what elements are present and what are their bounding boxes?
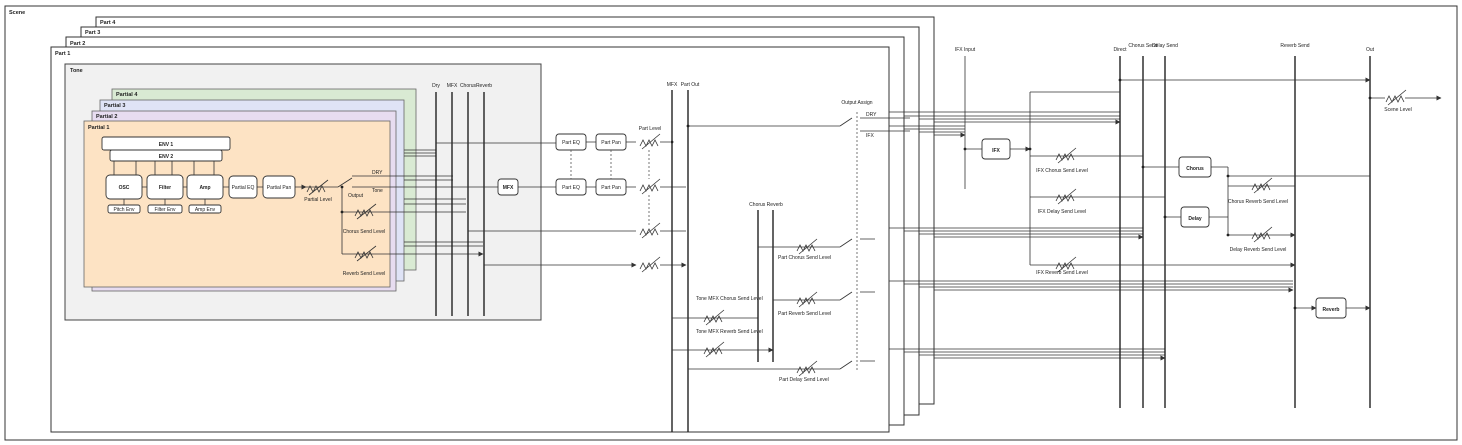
tone-output-chain: MFX Part EQ Part Pan Part EQ Part Pan Pa… <box>436 126 686 273</box>
scene-title: Scene <box>9 10 25 16</box>
env2-label: ENV 2 <box>159 154 174 160</box>
mfx-label: MFX <box>503 185 514 191</box>
part-chorus-send-label: Part Chorus Send Level <box>778 255 831 261</box>
ifx-reverb-send-label: IFX Reverb Send Level <box>1036 270 1088 276</box>
partial4-title: Partial 4 <box>116 92 138 98</box>
partial-eq-label: Partial EQ <box>232 185 255 191</box>
ifx-section: IFX IFX Chorus Send Level IFX Delay Send… <box>965 91 1295 276</box>
scene-bus-out: Out <box>1366 47 1375 53</box>
dry-assign-label: DRY <box>866 112 877 118</box>
part2-title: Part 2 <box>70 41 85 47</box>
scene-bus-reverb-send: Reverb Send <box>1280 43 1309 49</box>
filter-env-label: Filter Env <box>154 207 176 213</box>
ifx-delay-send-label: IFX Delay Send Level <box>1038 209 1086 215</box>
chorus-label: Chorus <box>1186 166 1204 172</box>
tone-bus-reverb: Reverb <box>476 83 492 89</box>
junction-dots <box>340 78 1372 310</box>
part-bus-mfx: MFX <box>667 82 678 88</box>
chorus-send-label: Chorus Send Level <box>343 229 386 235</box>
scene-bus-delay-send: Delay Send <box>1152 43 1178 49</box>
tone-bus-dry: Dry <box>432 83 440 89</box>
scene-bus-direct: Direct <box>1113 47 1127 53</box>
part-bus-out: Part Out <box>681 82 700 88</box>
amp-env-label: Amp Env <box>195 207 216 213</box>
partial-pan-label: Partial Pan <box>267 185 292 191</box>
delay-reverb-send-label: Delay Reverb Send Level <box>1230 247 1287 253</box>
ifx-assign-label: IFX <box>866 133 874 139</box>
tone-mfx-sends: Tone MFX Chorus Send Level Tone MFX Reve… <box>672 296 773 358</box>
part-chorus-reverb: Chorus Reverb Part Chorus Send Level Par… <box>688 100 910 383</box>
tone-buses: Dry MFX Chorus Reverb <box>432 83 492 316</box>
part-buses: MFX Part Out <box>667 82 700 432</box>
part-to-scene-wires <box>889 111 1293 358</box>
ifx-label: IFX <box>992 148 1000 154</box>
partial1-title: Partial 1 <box>88 125 109 131</box>
part-eq-label-2: Part EQ <box>562 185 580 191</box>
ifx-chorus-send-label: IFX Chorus Send Level <box>1036 168 1088 174</box>
part-delay-send-label: Part Delay Send Level <box>779 377 829 383</box>
tone-mfx-reverb-label: Tone MFX Reverb Send Level <box>696 329 763 335</box>
reverb-send-label: Reverb Send Level <box>343 271 386 277</box>
tone-bus-chorus: Chorus <box>460 83 477 89</box>
tone-title: Tone <box>70 68 83 74</box>
reverb-label: Reverb <box>1323 307 1340 313</box>
output-label: Output <box>348 193 364 199</box>
scene-buses: IFX Input Direct Chorus Send Delay Send … <box>955 43 1375 408</box>
mfx-block <box>497 178 519 196</box>
env1-label: ENV 1 <box>159 142 174 148</box>
scene-bus-ifx-input: IFX Input <box>955 47 976 53</box>
tone-mfx-chorus-label: Tone MFX Chorus Send Level <box>696 296 763 302</box>
scene-effects: Chorus Delay Reverb Chorus Reverb Send L… <box>1120 77 1441 319</box>
osc-label: OSC <box>119 185 130 191</box>
part-reverb-send-label: Part Reverb Send Level <box>778 311 831 317</box>
partial-level-label: Partial Level <box>304 197 332 203</box>
dry-label: DRY <box>372 170 383 176</box>
env2-block <box>109 149 223 162</box>
amp-label: Amp <box>199 185 210 191</box>
part-pan-label-1: Part Pan <box>601 140 621 146</box>
part-level-label: Part Level <box>639 126 662 132</box>
part-pan-label-2: Part Pan <box>601 185 621 191</box>
part3-title: Part 3 <box>85 30 100 36</box>
scene-level-label: Scene Level <box>1384 107 1412 113</box>
partial1-internals: ENV 1 ENV 2 OSC Filter Amp Partial EQ Pa… <box>101 136 404 277</box>
chorus-reverb-label: Chorus Reverb <box>749 202 783 208</box>
partial2-title: Partial 2 <box>96 114 117 120</box>
scene-bus-chorus-send: Chorus Send <box>1128 43 1157 49</box>
part-eq-label-1: Part EQ <box>562 140 580 146</box>
partial3-title: Partial 3 <box>104 103 125 109</box>
part1-title: Part 1 <box>55 51 70 57</box>
pitch-env-label: Pitch Env <box>113 207 135 213</box>
tone-bus-mfx: MFX <box>447 83 458 89</box>
filter-label: Filter <box>159 185 171 191</box>
partial-to-tone-wires <box>404 149 483 254</box>
output-assign-label: Output Assign <box>841 100 872 106</box>
tone-out-label: Tone <box>372 188 383 194</box>
part4-title: Part 4 <box>100 20 116 26</box>
delay-label: Delay <box>1188 216 1202 222</box>
chorus-reverb-send-label: Chorus Reverb Send Level <box>1228 199 1288 205</box>
